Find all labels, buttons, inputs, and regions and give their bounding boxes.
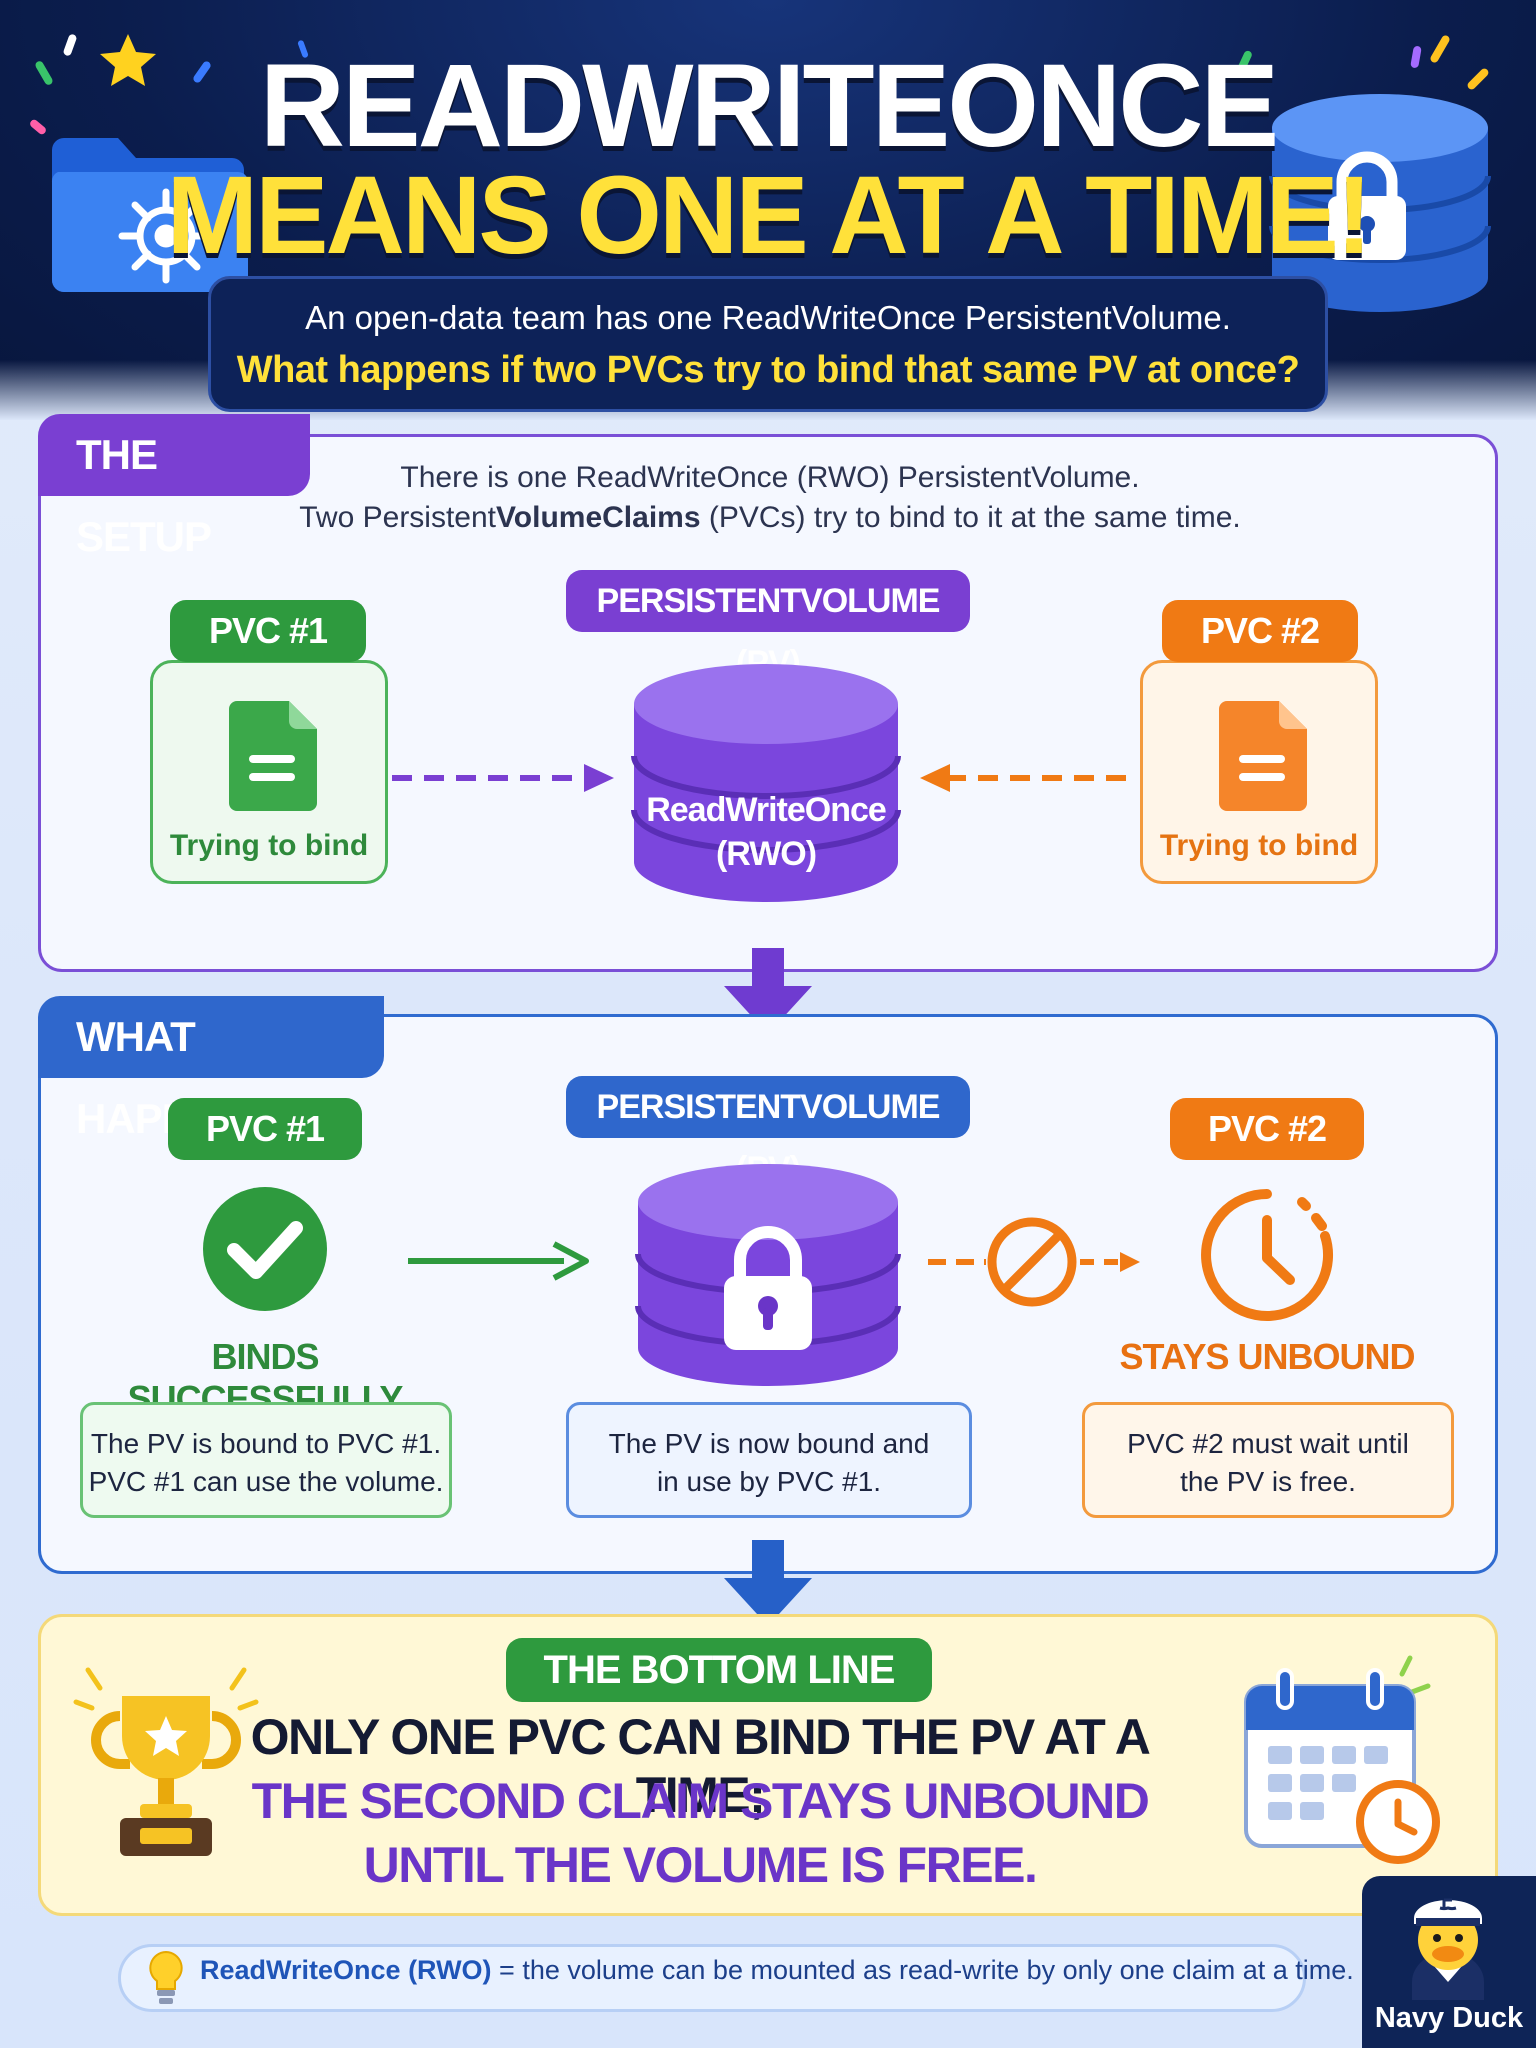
pvc1-note: The PV is bound to PVC #1. PVC #1 can us… [80, 1402, 452, 1518]
pvc2-status: STAYS UNBOUND [1119, 1336, 1415, 1377]
title-line-1: READWRITEONCE [259, 40, 1279, 172]
setup-pvc2-caption: Trying to bind [1159, 829, 1359, 862]
lightbulb-icon [149, 1950, 183, 2004]
desc-bold: VolumeClaims [496, 501, 701, 534]
no-entry-icon [987, 1217, 1077, 1307]
blocked-arrow [928, 1217, 1140, 1307]
down-arrow [724, 1540, 812, 1626]
setup-description: There is one ReadWriteOnce (RWO) Persist… [200, 458, 1340, 538]
pv-mode: ReadWriteOnce [646, 791, 887, 829]
intro-question: What happens if two PVCs try to bind tha… [236, 349, 1300, 391]
happens-pvc2-label: PVC #2 [1170, 1098, 1364, 1160]
lock-icon [724, 1226, 812, 1350]
pv-note-line-2: in use by PVC #1. [656, 1466, 882, 1497]
definition-text: ReadWriteOnce (RWO) = the volume can be … [200, 1955, 1354, 1986]
brand-name: Navy Duck [1374, 2002, 1524, 2034]
bottom-line-tab: THE BOTTOM LINE [506, 1638, 932, 1702]
setup-pvc1-card: Trying to bind [150, 660, 388, 884]
setup-pv-text: ReadWriteOnce (RWO) [628, 788, 904, 876]
locked-database-icon [1269, 94, 1491, 312]
document-icon [1219, 701, 1307, 811]
pvc1-note-line-2: PVC #1 can use the volume. [88, 1466, 444, 1497]
bottom-line-3: UNTIL THE VOLUME IS FREE. [363, 1837, 1038, 1893]
setup-desc-line-2: Two PersistentVolumeClaims (PVCs) try to… [200, 498, 1340, 538]
setup-pvc1-caption: Trying to bind [169, 829, 369, 862]
check-circle-icon [203, 1187, 327, 1311]
sailor-duck-icon [1412, 1898, 1484, 2000]
intro-box: An open-data team has one ReadWriteOnce … [208, 276, 1328, 412]
document-icon [229, 701, 317, 811]
setup-pvc1-label: PVC #1 [170, 600, 366, 662]
bind-success-arrow [408, 1241, 589, 1281]
definition-bar [118, 1944, 1306, 2012]
trophy-icon [73, 1667, 259, 1856]
what-happens-tab: WHAT HAPPENS [38, 996, 384, 1142]
kubernetes-folder-icon [51, 138, 248, 292]
bottom-line-1: ONLY ONE PVC CAN BIND THE PV AT A TIME; [250, 1709, 1151, 1823]
pvc2-note-line-2: the PV is free. [1180, 1466, 1356, 1497]
calendar-clock-icon [1244, 1655, 1440, 1864]
definition-term: ReadWriteOnce (RWO) [200, 1955, 492, 1985]
setup-desc-line-1: There is one ReadWriteOnce (RWO) Persist… [400, 461, 1140, 494]
pvc1-bind-arrow [392, 764, 614, 792]
intro-line-1: An open-data team has one ReadWriteOnce … [305, 299, 1231, 336]
setup-tab: THE SETUP [38, 414, 310, 560]
bottom-line-2: THE SECOND CLAIM STAYS UNBOUND [251, 1773, 1150, 1829]
confetti-decoration [30, 34, 1489, 135]
pvc2-note-line-1: PVC #2 must wait until [1127, 1428, 1409, 1459]
title-line-2: MEANS ONE AT A TIME! [166, 154, 1373, 277]
pv-note: The PV is now bound and in use by PVC #1… [566, 1402, 972, 1518]
happens-pvc1-label: PVC #1 [168, 1098, 362, 1160]
clock-icon [1201, 1189, 1334, 1321]
pvc2-bind-arrow [920, 764, 1136, 792]
locked-pv-icon [635, 1164, 901, 1386]
down-arrow [724, 948, 812, 1034]
pv-note-line-1: The PV is now bound and [608, 1428, 930, 1459]
setup-pv-label: PERSISTENTVOLUME (PV) [566, 570, 970, 682]
database-icon [631, 664, 901, 902]
happens-pv-label: PERSISTENTVOLUME (PV) [566, 1076, 970, 1188]
desc-post: (PVCs) try to bind to it at the same tim… [700, 501, 1241, 534]
star-icon [100, 34, 156, 86]
pv-mode-abbr: (RWO) [715, 835, 817, 873]
definition-body: = the volume can be mounted as read-writ… [491, 1955, 1354, 1985]
setup-pvc2-label: PVC #2 [1162, 600, 1358, 662]
pvc2-note: PVC #2 must wait until the PV is free. [1082, 1402, 1454, 1518]
pvc1-note-line-1: The PV is bound to PVC #1. [90, 1428, 442, 1459]
desc-pre: Two Persistent [299, 501, 497, 534]
setup-pvc2-card: Trying to bind [1140, 660, 1378, 884]
